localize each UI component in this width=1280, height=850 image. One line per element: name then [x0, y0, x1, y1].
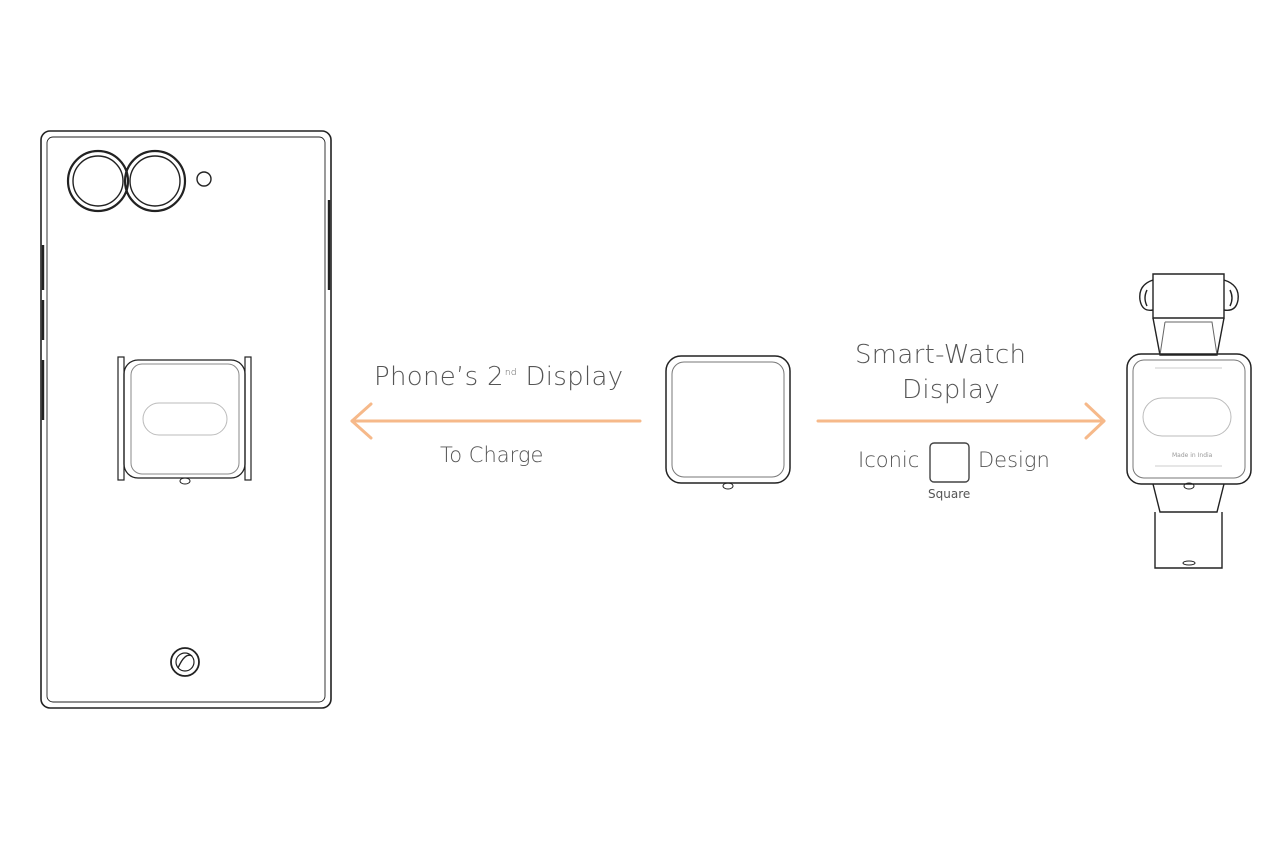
watch-strap-clip	[1223, 279, 1239, 311]
watch-bottom-strap	[1154, 512, 1223, 569]
phone-display-superscript: nd	[504, 368, 517, 379]
square-shape-icon	[929, 442, 970, 483]
camera-lens-icon	[123, 149, 187, 213]
arrow-to-phone	[350, 402, 642, 440]
center-display-module	[665, 355, 791, 490]
phone-inner-body	[46, 136, 326, 703]
iconic-label: Iconic	[858, 448, 920, 472]
watch-top-strap	[1152, 273, 1225, 319]
square-label: Square	[928, 487, 971, 501]
design-label: Design	[978, 448, 1050, 472]
arrow-to-watch	[816, 402, 1106, 440]
smartwatch-label-line2: Display	[902, 375, 1000, 405]
phone-display-prefix: Phone’s 2	[374, 362, 504, 392]
camera-lens-icon	[66, 149, 130, 213]
watch-strap-clip	[1139, 279, 1154, 311]
phone-second-display-label: Phone’s 2nd Display	[374, 362, 623, 392]
phone-display-suffix: Display	[516, 362, 624, 392]
to-charge-label: To Charge	[440, 443, 544, 467]
phone-mounted-watch-module	[117, 356, 252, 485]
phone-outer-body	[40, 130, 332, 709]
phone-logo-icon	[170, 647, 200, 677]
smartwatch-drawing	[1126, 273, 1252, 569]
phone-back-drawing	[40, 130, 332, 709]
camera-flash-icon	[196, 171, 212, 187]
watch-case	[1126, 353, 1252, 485]
made-in-india-label: Made in India	[1172, 452, 1213, 459]
smartwatch-label-line1: Smart-Watch	[855, 340, 1027, 370]
